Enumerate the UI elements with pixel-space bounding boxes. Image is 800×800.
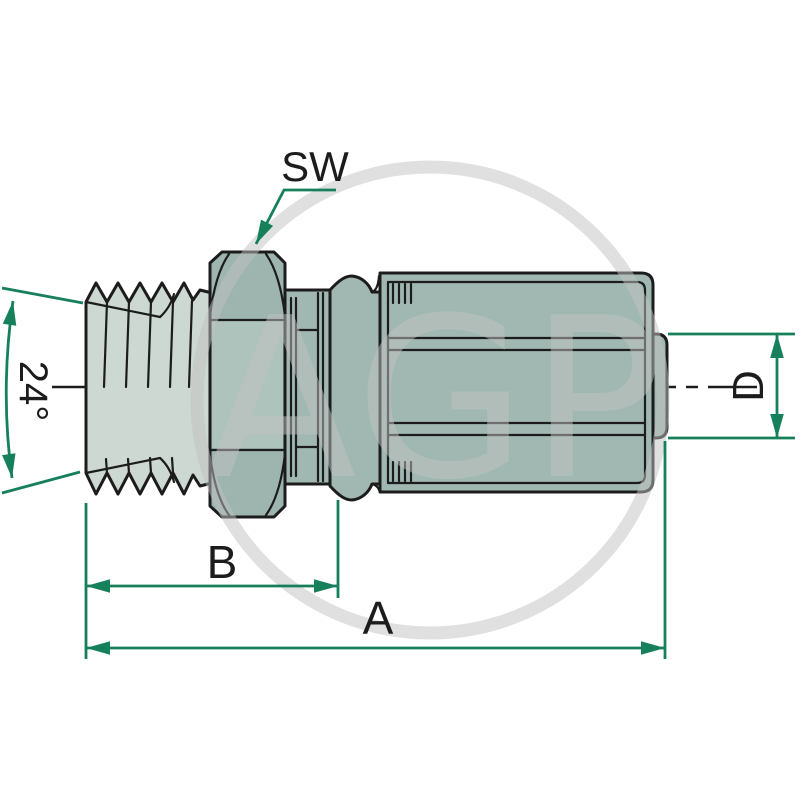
dim-b-lines	[84, 500, 340, 659]
sw-leader-line	[254, 188, 336, 245]
dim-a-lines	[86, 441, 667, 659]
crimp-sleeve	[378, 271, 655, 494]
threaded-stud	[84, 281, 214, 496]
hex-middle-facet	[212, 321, 283, 448]
watermark-circle	[190, 160, 670, 640]
label-d: D	[724, 370, 773, 402]
thread-flank-lines	[102, 299, 194, 475]
dim-d-lines	[668, 332, 795, 440]
labels: SW 24° B A D	[11, 143, 773, 644]
sleeve-serrations	[391, 282, 413, 483]
watermark-text: AGP	[205, 271, 665, 529]
fitting-part	[52, 250, 757, 519]
label-sw: SW	[281, 143, 349, 190]
label-cone-angle: 24°	[11, 361, 55, 422]
dimensions	[1, 188, 795, 659]
label-a: A	[363, 592, 394, 644]
hex-nut	[208, 250, 287, 519]
cone-angle-dimension	[1, 286, 84, 495]
internal-cone-lines	[84, 292, 176, 484]
watermark: AGP	[190, 160, 670, 640]
grooved-collar	[283, 288, 332, 486]
sleeve-internal-lines	[386, 336, 647, 437]
label-b: B	[207, 536, 238, 588]
